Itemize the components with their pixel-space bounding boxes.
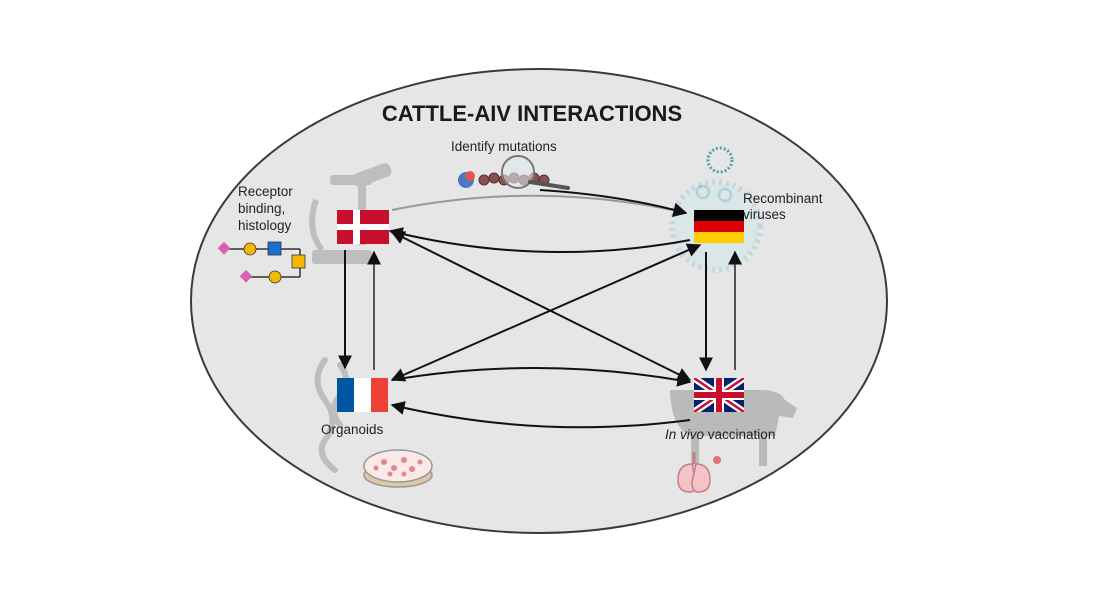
label-recombinant-line2: viruses xyxy=(743,207,786,222)
label-recombinant-line1: Recombinant xyxy=(743,191,823,206)
arrows xyxy=(338,189,742,429)
flag-germany xyxy=(694,210,744,243)
label-receptor-binding-line2: binding, xyxy=(238,201,285,216)
label-vaccination: vaccination xyxy=(704,427,775,442)
label-receptor-binding-line3: histology xyxy=(238,218,292,233)
lungs-icon xyxy=(677,452,721,493)
glycan-icon xyxy=(217,241,306,284)
label-identify-mutations: Identify mutations xyxy=(451,139,557,154)
arrow-denmark-to-germany xyxy=(391,194,688,218)
arrow-uk-to-france xyxy=(390,401,691,429)
flag-uk xyxy=(694,378,744,412)
flag-france xyxy=(337,378,388,412)
label-in-vivo-vaccination: In vivo vaccination xyxy=(665,427,775,442)
label-receptor-binding-line1: Receptor xyxy=(238,184,293,199)
diagram-title: CATTLE-AIV INTERACTIONS xyxy=(382,101,682,126)
label-organoids: Organoids xyxy=(321,422,384,437)
petri-dish-icon xyxy=(363,449,433,488)
flag-denmark xyxy=(337,210,389,244)
magnifier-icon xyxy=(501,155,570,190)
arrow-germany-to-france xyxy=(390,243,702,382)
label-in-vivo-italic: In vivo xyxy=(665,427,705,442)
